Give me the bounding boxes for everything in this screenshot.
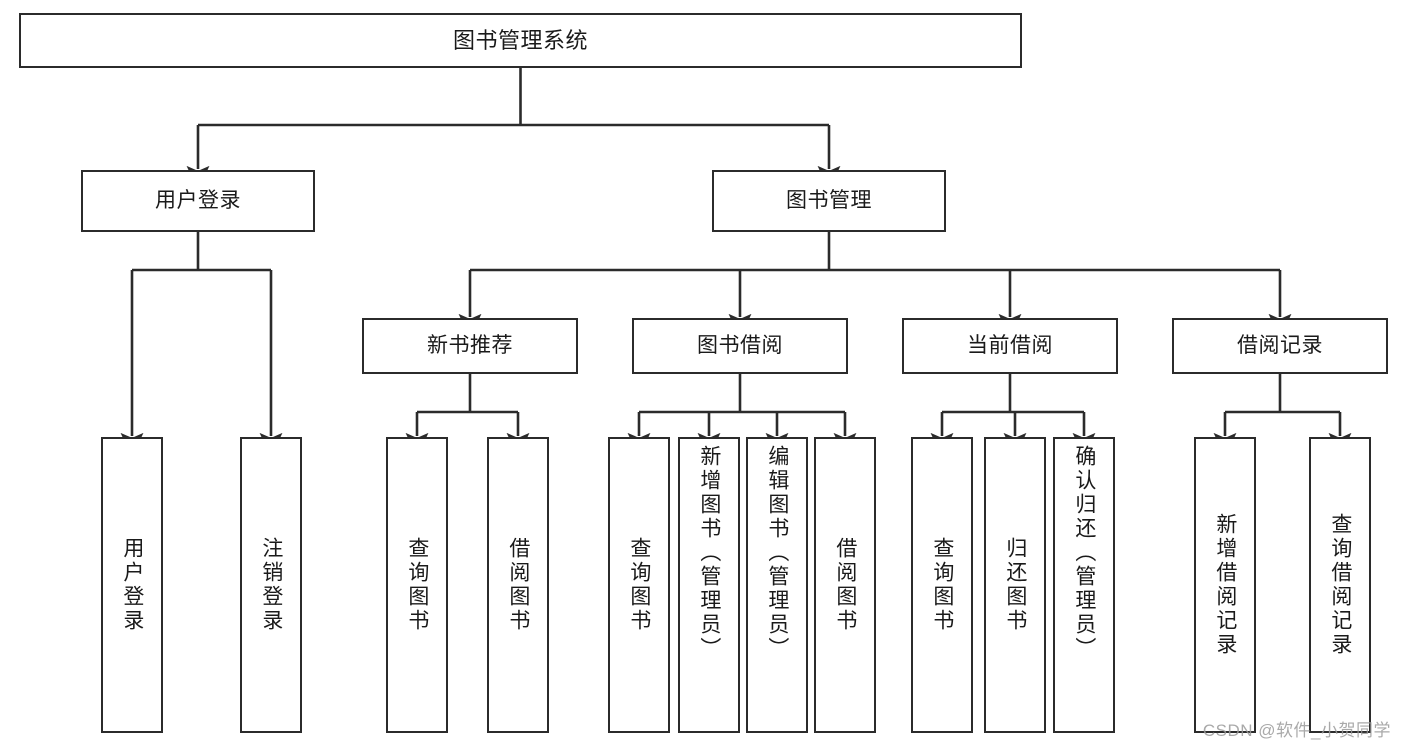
watermark: CSDN @软件_小贺同学	[1202, 721, 1391, 740]
node-current-borrow-label: 当前借阅	[967, 333, 1053, 357]
leaf-node[interactable]: 归还图书	[984, 437, 1046, 733]
leaf-node-label: 新增图书（管理员）	[697, 445, 721, 661]
leaf-node[interactable]: 确认归还（管理员）	[1053, 437, 1115, 733]
leaf-node-label: 编辑图书（管理员）	[765, 445, 789, 661]
node-borrow-record-label: 借阅记录	[1237, 333, 1323, 357]
node-new-book-recommend-label: 新书推荐	[427, 333, 513, 357]
leaf-node[interactable]: 新增图书（管理员）	[678, 437, 740, 733]
leaf-node[interactable]: 借阅图书	[487, 437, 549, 733]
leaf-node[interactable]: 编辑图书（管理员）	[746, 437, 808, 733]
node-book-borrow-label: 图书借阅	[697, 333, 783, 357]
leaf-node[interactable]: 新增借阅记录	[1194, 437, 1256, 733]
leaf-node-label: 归还图书	[1003, 537, 1027, 633]
leaf-node[interactable]: 查询借阅记录	[1309, 437, 1371, 733]
leaf-node[interactable]: 用户登录	[101, 437, 163, 733]
node-current-borrow[interactable]: 当前借阅	[902, 318, 1118, 374]
node-user-login-label: 用户登录	[155, 188, 241, 212]
leaf-node-label: 查询图书	[627, 537, 651, 633]
leaf-node-label: 查询图书	[405, 537, 429, 633]
leaf-node[interactable]: 查询图书	[911, 437, 973, 733]
leaf-node-label: 查询借阅记录	[1328, 513, 1352, 657]
leaf-node-label: 用户登录	[120, 537, 144, 633]
leaf-node-label: 查询图书	[930, 537, 954, 633]
node-root-label: 图书管理系统	[452, 27, 588, 53]
node-borrow-record[interactable]: 借阅记录	[1172, 318, 1388, 374]
node-new-book-recommend[interactable]: 新书推荐	[362, 318, 578, 374]
leaf-node[interactable]: 借阅图书	[814, 437, 876, 733]
leaf-node[interactable]: 注销登录	[240, 437, 302, 733]
leaf-node-label: 借阅图书	[506, 537, 530, 633]
node-book-manage-label: 图书管理	[786, 188, 872, 212]
leaf-node[interactable]: 查询图书	[386, 437, 448, 733]
leaf-node-label: 新增借阅记录	[1213, 513, 1237, 657]
leaf-node-label: 注销登录	[259, 537, 283, 633]
leaf-node-label: 借阅图书	[833, 537, 857, 633]
leaf-node-label: 确认归还（管理员）	[1072, 445, 1096, 661]
node-root[interactable]: 图书管理系统	[19, 13, 1022, 68]
node-book-manage[interactable]: 图书管理	[712, 170, 946, 232]
node-book-borrow[interactable]: 图书借阅	[632, 318, 848, 374]
leaf-node[interactable]: 查询图书	[608, 437, 670, 733]
node-user-login[interactable]: 用户登录	[81, 170, 315, 232]
